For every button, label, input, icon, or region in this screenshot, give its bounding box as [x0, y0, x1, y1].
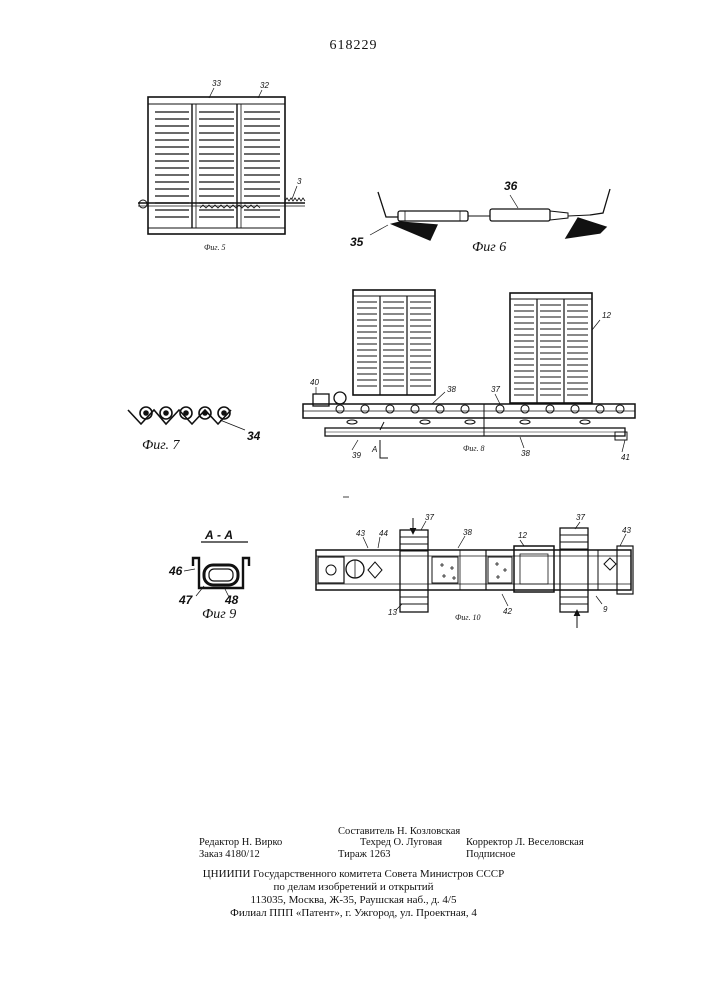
fig10-label-37b: 37: [576, 513, 585, 522]
fig10-label-37a: 37: [425, 513, 434, 522]
fig8-label-38a: 38: [447, 385, 456, 394]
fig9-caption: Фиг 9: [202, 607, 236, 622]
fig7-label-34: 34: [247, 429, 261, 443]
fig7-caption: Фиг. 7: [142, 438, 181, 453]
fig8-label-38b: 38: [521, 449, 530, 458]
fig9-label-47: 47: [178, 593, 194, 607]
fig10-label-43b: 43: [622, 526, 631, 535]
imprint-circulation: Тираж 1263: [338, 849, 391, 861]
imprint-techred: Техред О. Луговая: [360, 837, 442, 849]
fig10-label-13: 13: [388, 608, 397, 617]
fig7-drawing: [128, 407, 245, 430]
fig9-label-46: 46: [168, 564, 183, 578]
fig6-label-36: 36: [504, 179, 518, 193]
fig10-label-43a: 43: [356, 529, 365, 538]
fig8-label-A: A: [371, 445, 377, 454]
imprint-corrector: Корректор Л. Веселовская: [466, 837, 584, 849]
fig6-label-35: 35: [350, 235, 364, 249]
fig10-label-12: 12: [518, 531, 527, 540]
fig5-slats: [155, 112, 280, 217]
footer-line-4: Филиал ППП «Патент», г. Ужгород, ул. Про…: [0, 907, 707, 919]
footer-line-2: по делам изобретений и открытий: [0, 881, 707, 893]
fig5-label-32: 32: [260, 81, 269, 90]
fig10-label-42: 42: [503, 607, 512, 616]
fig5-label-33: 33: [212, 79, 221, 88]
fig6-drawing: [370, 189, 610, 240]
fig10-label-44: 44: [379, 529, 388, 538]
footer-line-1: ЦНИИПИ Государственного комитета Совета …: [0, 868, 707, 880]
fig10-label-9: 9: [603, 605, 608, 614]
fig8-label-37: 37: [491, 385, 500, 394]
fig5-drawing: [138, 88, 305, 234]
footer-line-3: 113035, Москва, Ж-35, Раушская наб., д. …: [0, 894, 707, 906]
fig8-label-40: 40: [310, 378, 319, 387]
fig6-caption: Фиг 6: [472, 240, 506, 255]
imprint-subscription: Подписное: [466, 849, 515, 861]
fig8-slats: [357, 302, 588, 395]
imprint-order: Заказ 4180/12: [199, 849, 260, 861]
imprint-editor: Редактор Н. Вирко: [199, 837, 282, 849]
fig10-label-38: 38: [463, 528, 472, 537]
fig8-label-12: 12: [602, 311, 611, 320]
fig5-label-3: 3: [297, 177, 302, 186]
fig8-label-39: 39: [352, 451, 361, 460]
fig8-label-41: 41: [621, 453, 630, 462]
fig10-caption: Фиг. 10: [455, 613, 480, 622]
fig5-caption: Фиг. 5: [204, 243, 225, 252]
fig8-drawing: [303, 290, 635, 458]
fig8-caption: Фиг. 8: [463, 444, 484, 453]
fig9-label-48: 48: [224, 593, 239, 607]
fig9-drawing: [184, 542, 249, 597]
fig9-section-label: А - А: [204, 528, 233, 542]
